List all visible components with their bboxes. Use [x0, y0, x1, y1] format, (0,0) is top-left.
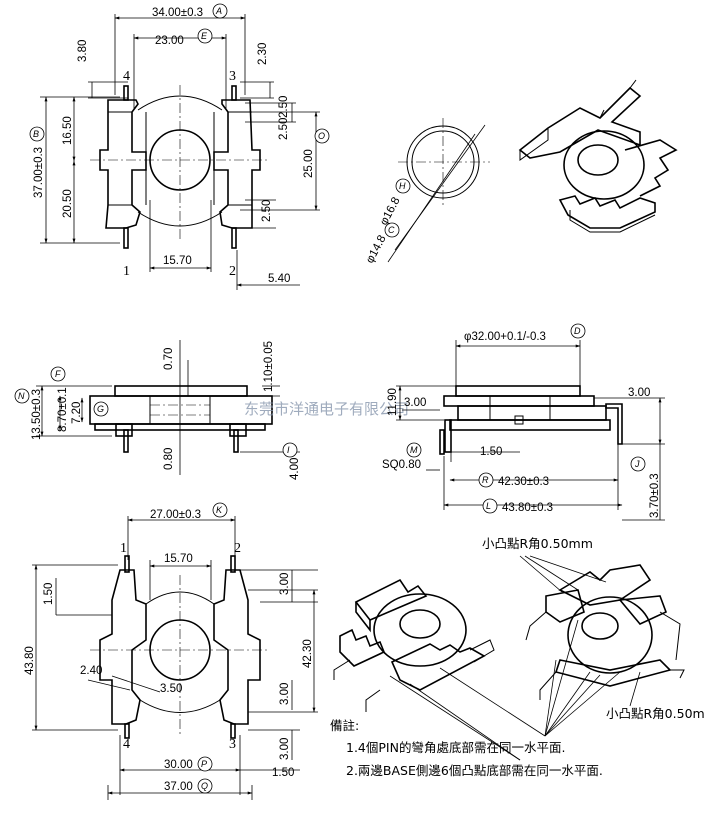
tag-h: H — [399, 181, 406, 191]
dim-4230: 42.30±0.3 — [498, 476, 549, 488]
section-view: H C φ16.8 φ14.8 — [364, 118, 490, 265]
front-view: φ32.00+0.1/-0.3 D 11.90 3.00 3.00 1.50 M… — [382, 323, 665, 521]
dim-540: 5.40 — [268, 273, 290, 285]
tag-f: F — [55, 369, 61, 379]
dim-250b: 2.50 — [278, 118, 290, 140]
dim-phi168: φ16.8 — [378, 195, 403, 227]
pin-label-2: 2 — [229, 264, 236, 279]
tag-d: D — [574, 326, 581, 336]
tag-n: N — [18, 391, 25, 401]
dim-k-label: 27.00±0.3 — [150, 509, 201, 521]
dim-300a: 3.00 — [404, 397, 426, 409]
dim-e-label: 23.00 — [155, 35, 184, 47]
dim-230: 2.30 — [257, 43, 269, 65]
dim-1570b: 15.70 — [164, 553, 193, 565]
dim-070: 0.70 — [163, 348, 175, 370]
tag-m: M — [410, 445, 418, 455]
tag-e: E — [201, 31, 208, 41]
dim-150b: 1.50 — [43, 583, 55, 605]
isometric-view-bottom-left — [333, 578, 495, 712]
tag-a: A — [215, 6, 222, 16]
pin-label-b3: 3 — [229, 737, 236, 752]
dim-1190: 11.90 — [387, 388, 399, 416]
pin-label-1: 1 — [123, 264, 130, 279]
tag-b: B — [33, 129, 39, 139]
side-view: 0.70 1.10±0.05 0.80 4.00 I 13.50±0.3 N 8… — [14, 340, 301, 480]
dim-870: 8.70±0.1 — [57, 387, 69, 432]
dim-150: 1.50 — [480, 446, 502, 458]
dim-300bb: 3.00 — [279, 683, 291, 705]
dim-350: 3.50 — [160, 683, 182, 695]
dim-2050: 20.50 — [62, 189, 74, 218]
notes: 備註: 1.4個PIN的彎角處底部需在同一水平面. 2.兩邊BASE側邊6個凸點… — [330, 718, 603, 778]
dim-1350: 13.50±0.3 — [31, 389, 43, 440]
tag-q: Q — [201, 781, 208, 791]
dim-250a: 2.50 — [278, 96, 290, 118]
dim-300bc: 3.00 — [279, 738, 291, 760]
watermark: 东莞市洋通电子有限公司 — [244, 400, 409, 418]
dim-phi148: φ14.8 — [364, 233, 389, 265]
note-line-1: 1.4個PIN的彎角處底部需在同一水平面. — [346, 740, 565, 755]
dim-370: 3.70±0.3 — [649, 473, 661, 518]
dim-4230b: 42.30 — [302, 639, 314, 668]
top-view: 34.00±0.3 A 23.00 E 3.80 37.00±0.3 B 16.… — [29, 3, 330, 290]
pin-label-b4: 4 — [123, 737, 130, 752]
dim-1570: 15.70 — [163, 255, 192, 267]
tag-p: P — [201, 759, 207, 769]
dim-b-label: 37.00±0.3 — [33, 147, 45, 198]
dim-240: 2.40 — [80, 665, 102, 677]
isometric-view-top — [518, 79, 678, 233]
tag-i: I — [287, 445, 290, 455]
tag-r: R — [482, 475, 489, 485]
dim-080: 0.80 — [163, 448, 175, 470]
pin-label-b2: 2 — [234, 541, 241, 556]
tag-l: L — [486, 501, 491, 511]
dim-250c: 2.50 — [261, 200, 273, 222]
tag-k: K — [216, 505, 223, 515]
dim-110: 1.10±0.05 — [263, 341, 275, 392]
callout-leaders — [389, 555, 641, 761]
tag-j: J — [634, 459, 640, 469]
dim-380: 3.80 — [77, 40, 89, 62]
dim-720: 7.20 — [71, 402, 83, 424]
dim-400: 4.00 — [289, 458, 301, 480]
isometric-view-bottom-right — [525, 564, 685, 700]
bottom-view: 27.00±0.3 K 15.70 1 2 4 3 43.80 1.50 — [24, 502, 318, 800]
notes-title: 備註: — [330, 718, 359, 733]
dim-a-label: 34.00±0.3 — [152, 7, 203, 19]
dim-sq080: SQ0.80 — [382, 459, 421, 471]
pin-label-b1: 1 — [120, 541, 127, 556]
pin-label-4: 4 — [123, 69, 130, 84]
callout-top: 小凸點R角0.50mm — [482, 536, 593, 551]
dim-q-label: 37.00 — [164, 781, 193, 793]
note-line-2: 2.兩邊BASE側邊6個凸點底部需在同一水平面. — [346, 763, 603, 778]
callout-right: 小凸點R角0.50m — [606, 706, 705, 721]
dim-o-label: 25.00 — [303, 149, 315, 178]
tag-o: O — [318, 131, 325, 141]
tag-g: G — [97, 404, 104, 414]
dim-4380: 43.80±0.3 — [502, 502, 553, 514]
tag-c: C — [388, 225, 395, 235]
dim-150c: 1.50 — [272, 767, 294, 779]
pin-label-3: 3 — [229, 69, 236, 84]
dim-phi32: φ32.00+0.1/-0.3 — [464, 331, 546, 343]
dim-300b: 3.00 — [628, 387, 650, 399]
dim-1650: 16.50 — [62, 116, 74, 145]
dim-4380b: 43.80 — [24, 646, 36, 675]
dim-p-label: 30.00 — [164, 759, 193, 771]
dim-300ba: 3.00 — [279, 573, 291, 595]
